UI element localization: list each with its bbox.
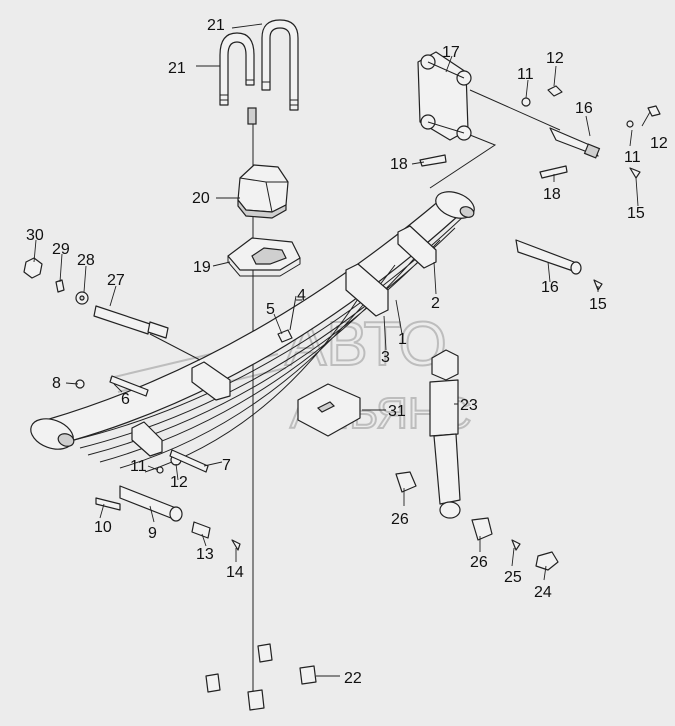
callout-18-left: 18 [390,156,408,173]
callout-4: 4 [297,287,306,304]
callout-14: 14 [226,564,244,581]
callout-13: 13 [196,546,214,563]
shock-absorber [395,349,559,571]
callout-26-right: 26 [470,554,488,571]
callout-12-right: 12 [650,135,668,152]
callout-29: 29 [52,241,70,258]
callout-19: 19 [193,259,211,276]
callout-12-bottom: 12 [170,474,188,491]
callout-1: 1 [398,331,407,348]
callout-11-right: 11 [624,149,641,166]
spring-pad [227,237,301,277]
callout-23: 23 [460,397,478,414]
callout-3: 3 [381,349,390,366]
leader-lines [33,23,651,677]
callout-26-left: 26 [391,511,409,528]
callout-labels: 21 21 17 12 11 16 12 11 18 18 15 20 30 2… [26,17,668,687]
callout-24: 24 [534,584,552,601]
rear-eye-pin [75,375,241,551]
callout-21-left: 21 [168,60,186,77]
callout-31: 31 [388,403,406,420]
shackle-pin-lower [515,239,603,291]
callout-15-top: 15 [627,205,645,222]
callout-25: 25 [504,569,522,586]
leaf-spring-pack [30,191,475,473]
callout-27: 27 [107,272,125,289]
callout-6: 6 [121,391,130,408]
callout-15-bottom: 15 [589,296,607,313]
callout-2: 2 [431,295,440,312]
callout-8: 8 [52,375,61,392]
mounting-bracket [297,383,361,437]
callout-16-top: 16 [575,100,593,117]
callout-10: 10 [94,519,112,536]
callout-28: 28 [77,252,95,269]
u-bolt-pair [219,19,299,125]
callout-12-top: 12 [546,50,564,67]
callout-11-bottom: 11 [130,458,147,475]
callout-18-right: 18 [543,186,561,203]
callout-16-bottom: 16 [541,279,559,296]
callout-9: 9 [148,525,157,542]
spring-shackle [417,51,472,141]
u-bolt-nuts [205,643,317,711]
callout-22: 22 [344,670,362,687]
callout-7: 7 [222,457,231,474]
callout-5: 5 [266,301,275,318]
callout-17: 17 [442,44,460,61]
callout-20: 20 [192,190,210,207]
bump-stop [237,164,289,219]
shackle-pin-upper [419,85,661,189]
callout-21-top: 21 [207,17,225,34]
callout-11-top: 11 [517,66,534,83]
callout-30: 30 [26,227,44,244]
